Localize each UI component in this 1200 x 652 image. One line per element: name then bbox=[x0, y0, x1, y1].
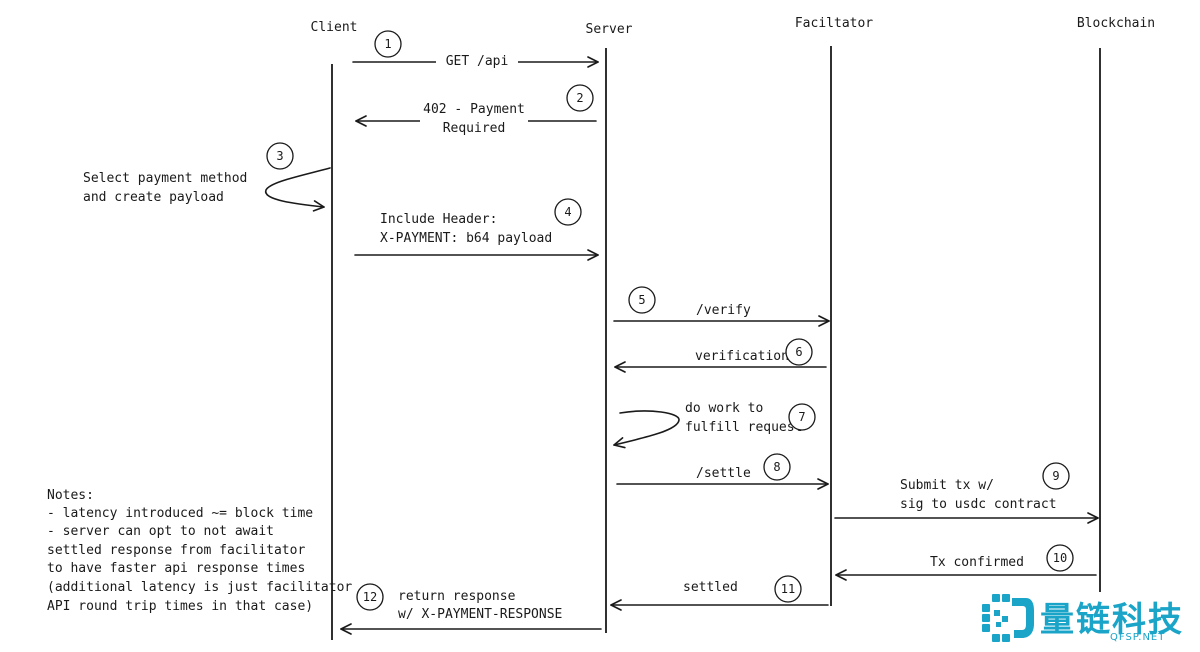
step-5-verify: /verify 5 bbox=[613, 286, 830, 327]
step-number-2-text: 2 bbox=[576, 91, 583, 105]
step-number-10-text: 10 bbox=[1053, 551, 1067, 565]
label-submit-line2: sig to usdc contract bbox=[900, 497, 1057, 512]
step-number-6 bbox=[785, 338, 813, 366]
label-header-line2: X-PAYMENT: b64 payload bbox=[380, 231, 552, 246]
step-6-verification: verification 6 bbox=[614, 338, 827, 373]
notes-title: Notes: bbox=[47, 488, 94, 503]
step-7-do-work: do work to fulfill request 7 bbox=[613, 401, 816, 449]
step-number-8 bbox=[763, 453, 791, 481]
step-9-submit-tx: Submit tx w/ sig to usdc contract 9 bbox=[834, 462, 1099, 524]
step-number-3 bbox=[266, 142, 294, 170]
label-submit-line1: Submit tx w/ bbox=[900, 478, 994, 493]
watermark-name: 量链科技 bbox=[1040, 600, 1184, 640]
label-return-line1: return response bbox=[398, 589, 516, 604]
notes-line-2: - server can opt to not await bbox=[47, 524, 274, 539]
step-number-5-text: 5 bbox=[638, 293, 645, 307]
step-12-return-response: return response w/ X-PAYMENT-RESPONSE 12 bbox=[340, 583, 602, 635]
step-number-4 bbox=[554, 198, 582, 226]
step-10-tx-confirmed: Tx confirmed 10 bbox=[835, 544, 1097, 581]
arrow-self-loop-server bbox=[613, 410, 680, 449]
notes-line-1: - latency introduced ~= block time bbox=[47, 506, 313, 521]
step-number-10 bbox=[1046, 544, 1074, 572]
actor-facilitator: Faciltator bbox=[795, 16, 873, 31]
step-4-include-header: Include Header: X-PAYMENT: b64 payload 4 bbox=[354, 198, 599, 261]
notes-line-5: (additional latency is just facilitator bbox=[47, 580, 352, 595]
notes-line-3: settled response from facilitator bbox=[47, 543, 305, 558]
actor-blockchain: Blockchain bbox=[1077, 16, 1155, 31]
step-1-get-api: GET /api 1 bbox=[352, 30, 599, 69]
step-number-12-text: 12 bbox=[363, 590, 377, 604]
label-402-line2: Required bbox=[443, 121, 506, 136]
label-402-line1: 402 - Payment bbox=[423, 102, 525, 117]
step-11-settled: settled 11 bbox=[610, 575, 829, 611]
label-tx-confirmed: Tx confirmed bbox=[930, 555, 1024, 570]
label-work-line1: do work to bbox=[685, 401, 763, 416]
step-8-settle: /settle 8 bbox=[616, 453, 829, 490]
label-select-line1: Select payment method bbox=[83, 171, 247, 186]
label-return-line2: w/ X-PAYMENT-RESPONSE bbox=[398, 607, 562, 622]
step-2-payment-required: 402 - Payment Required 2 bbox=[355, 84, 597, 138]
label-verification: verification bbox=[695, 349, 789, 364]
step-number-12 bbox=[356, 583, 384, 611]
label-select-line2: and create payload bbox=[83, 190, 224, 205]
step-number-11-text: 11 bbox=[781, 582, 795, 596]
label-settled: settled bbox=[683, 580, 738, 595]
watermark-logo-icon bbox=[982, 594, 1034, 642]
step-number-2 bbox=[566, 84, 594, 112]
step-3-select-payment: Select payment method and create payload… bbox=[83, 142, 331, 212]
notes-line-6: API round trip times in that case) bbox=[47, 599, 313, 614]
step-number-5 bbox=[628, 286, 656, 314]
label-work-line2: fulfill request bbox=[685, 420, 802, 435]
notes-block: Notes: - latency introduced ~= block tim… bbox=[47, 488, 352, 614]
label-settle: /settle bbox=[696, 466, 751, 481]
step-number-4-text: 4 bbox=[564, 205, 571, 219]
step-number-9 bbox=[1042, 462, 1070, 490]
actor-server: Server bbox=[586, 22, 633, 37]
step-number-3-text: 3 bbox=[276, 149, 283, 163]
arrow-self-loop-client bbox=[265, 167, 331, 212]
step-number-11 bbox=[774, 575, 802, 603]
watermark-domain: QFSP.NET bbox=[1110, 632, 1166, 643]
step-number-7 bbox=[788, 403, 816, 431]
step-number-6-text: 6 bbox=[795, 345, 802, 359]
label-get-api: GET /api bbox=[446, 54, 509, 69]
watermark: 量链科技 QFSP.NET bbox=[978, 590, 1188, 646]
step-number-7-text: 7 bbox=[798, 410, 805, 424]
actor-client: Client bbox=[311, 20, 358, 35]
label-verify: /verify bbox=[696, 303, 751, 318]
notes-line-4: to have faster api response times bbox=[47, 561, 305, 576]
step-number-1 bbox=[374, 30, 402, 58]
step-number-9-text: 9 bbox=[1052, 469, 1059, 483]
label-header-line1: Include Header: bbox=[380, 212, 497, 227]
step-number-1-text: 1 bbox=[384, 37, 391, 51]
step-number-8-text: 8 bbox=[773, 460, 780, 474]
